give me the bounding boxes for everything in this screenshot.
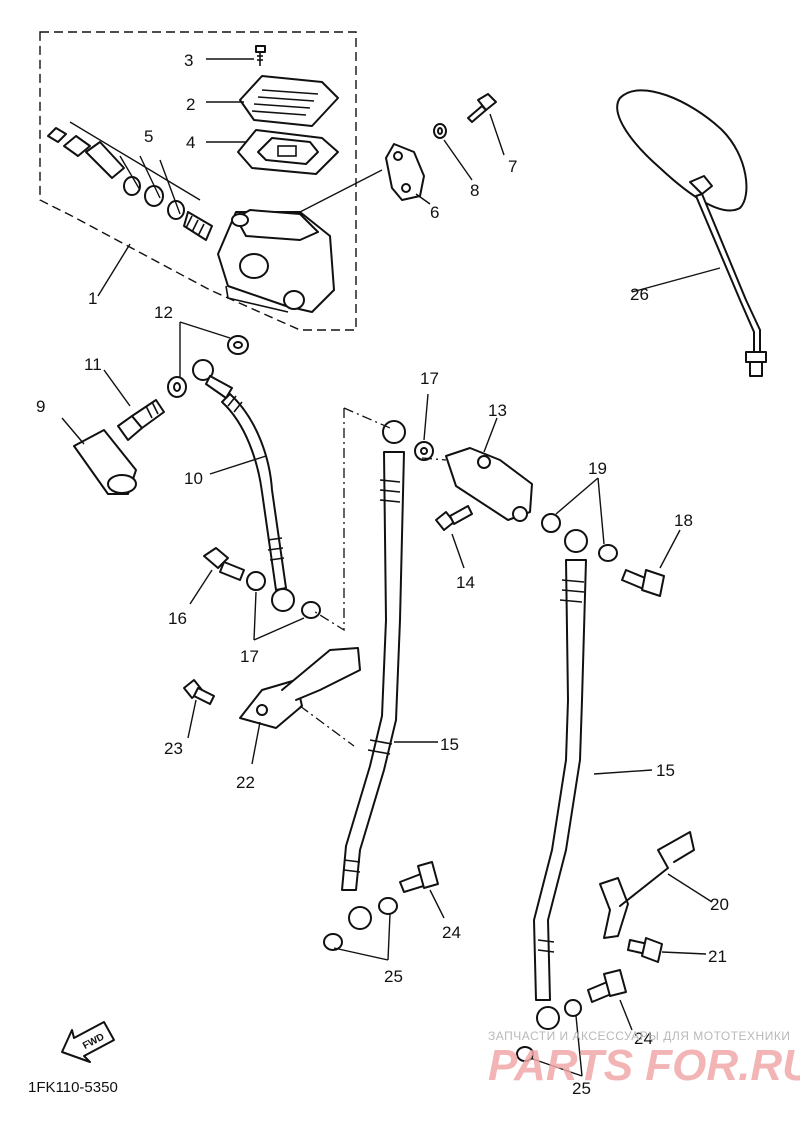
callout-1: 1 [88,289,97,308]
part-washers-19 [541,513,618,562]
callout-15-left: 15 [440,735,459,754]
watermark-tagline: ЗАПЧАСТИ И АКСЕССУАРЫ ДЛЯ МОТОТЕХНИКИ [488,1029,790,1043]
part-brake-hose-15-left [341,420,406,930]
part-piston-kit-5 [47,127,213,241]
alignment-lines [299,407,447,747]
part-bolt-23 [183,679,215,705]
callout-numbers: 3 2 4 5 6 7 8 1 12 11 9 10 16 17 17 13 1… [36,51,729,1098]
part-union-bolt-24-left [399,861,439,893]
callout-2: 2 [186,95,195,114]
part-washer-8 [433,123,447,139]
part-union-bolt-11 [117,399,165,441]
part-reservoir-cap-2 [239,75,339,127]
callout-13: 13 [488,401,507,420]
part-washers-17 [246,441,434,619]
callout-20: 20 [710,895,729,914]
callout-15-right: 15 [656,761,675,780]
part-mirror-26 [616,89,767,377]
watermark-brand: PARTS FOR.RU [488,1041,800,1090]
part-cap-9 [73,429,137,495]
callout-9: 9 [36,397,45,416]
callout-8: 8 [470,181,479,200]
part-diaphragm-4 [237,129,339,175]
callout-17-top: 17 [420,369,439,388]
part-hose-guide-22 [239,647,361,729]
callout-22: 22 [236,773,255,792]
part-brake-hose-15-right [533,529,588,1030]
callout-6: 6 [430,203,439,222]
part-washers-25 [323,897,582,1062]
callout-25-right: 25 [572,1079,591,1098]
part-clamp-6 [385,143,425,201]
figure-code: 1FK110-5350 [28,1079,118,1096]
callout-18: 18 [674,511,693,530]
callout-3: 3 [184,51,193,70]
callout-24-right: 24 [634,1029,653,1048]
callout-17-left: 17 [240,647,259,666]
part-bracket-20 [599,831,695,939]
watermark-logo: ЗАПЧАСТИ И АКСЕССУАРЫ ДЛЯ МОТОТЕХНИКИ PA… [488,1029,800,1090]
callout-14: 14 [456,573,475,592]
part-screw-3 [255,45,266,66]
part-bolt-21 [627,937,663,963]
part-union-bolt-16 [203,547,245,581]
callout-12: 12 [154,303,173,322]
callout-4: 4 [186,133,195,152]
part-washer-12 [167,335,249,398]
callout-21: 21 [708,947,727,966]
part-bolt-7 [467,93,497,123]
callout-11: 11 [84,355,102,374]
part-union-bolt-24-right [587,969,627,1003]
part-master-cylinder-body-1 [217,209,335,313]
leader-lines [61,58,721,1077]
callout-16: 16 [168,609,187,628]
master-cylinder-assembly-group [39,31,357,331]
callout-25-left: 25 [384,967,403,986]
part-bolt-14 [435,505,473,531]
part-union-bolt-18 [621,569,665,597]
callout-24-left: 24 [442,923,461,942]
callout-23: 23 [164,739,183,758]
callout-5: 5 [144,127,153,146]
part-brake-hose-10 [192,359,295,612]
callout-7: 7 [508,157,517,176]
part-joint-13 [445,447,533,522]
forward-arrow-icon: FWD [61,1021,115,1063]
callout-19: 19 [588,459,607,478]
callout-26: 26 [630,285,649,304]
callout-10: 10 [184,469,203,488]
